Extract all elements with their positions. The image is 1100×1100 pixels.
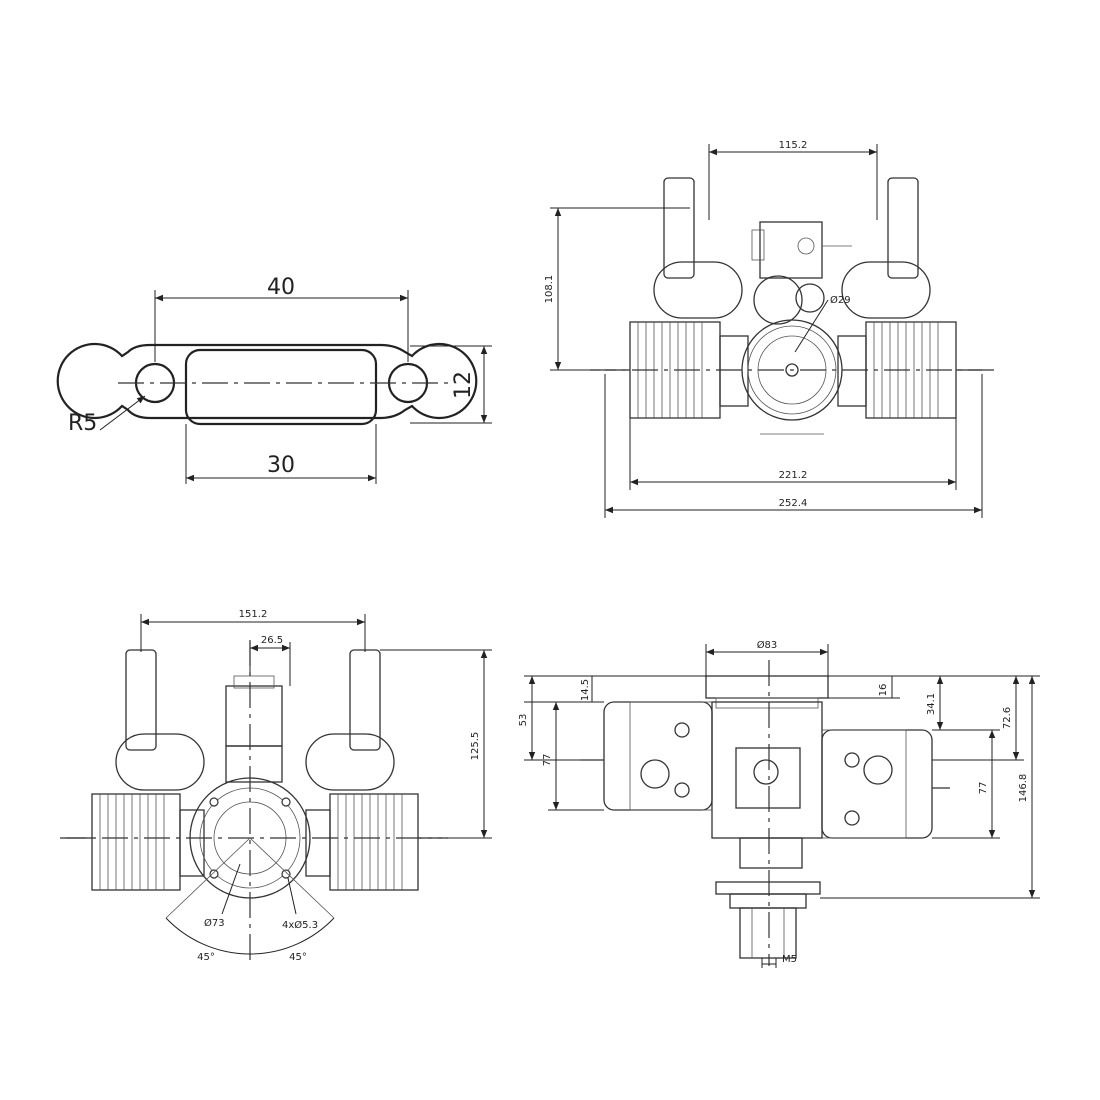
rear-carburetor <box>225 685 283 747</box>
gasket-dim-40: 40 <box>267 275 295 300</box>
gasket-radius-leader <box>99 395 146 431</box>
top-dim-77-left: 77 <box>542 754 553 767</box>
top-crankcase <box>711 701 823 839</box>
top-dim-83: Ø83 <box>757 639 778 651</box>
top-gear <box>715 881 821 895</box>
rear-bolt-hole-4 <box>281 869 291 879</box>
top-dim-72: 72.6 <box>1002 707 1013 729</box>
front-dim-29: Ø29 <box>830 294 851 306</box>
top-dim-14: 14.5 <box>580 679 591 701</box>
front-view: 115.2 108.1 Ø29 221.2 252.4 <box>544 140 995 518</box>
rear-exhaust-left <box>125 649 157 751</box>
rear-bolt-hole-3 <box>209 869 219 879</box>
front-muffler-left <box>653 261 743 319</box>
rear-angle-arc <box>165 917 335 955</box>
rear-dia-leader <box>221 863 241 915</box>
rear-dim-26: 26.5 <box>261 635 283 646</box>
front-muffler-right <box>841 261 931 319</box>
top-view: Ø83 14.5 53 77 16 34.1 77 72.6 146.8 M5 <box>518 639 1040 968</box>
rear-angle-right: 45° <box>289 952 307 963</box>
rear-muffler-right <box>305 733 395 791</box>
rear-cylinder-right <box>305 793 419 891</box>
front-dim-221: 221.2 <box>779 470 808 481</box>
rear-cylinder-left <box>91 793 205 891</box>
front-exhaust-left <box>663 177 695 279</box>
rear-dim-holes: 4xØ5.3 <box>282 919 318 931</box>
front-carburetor <box>759 221 823 279</box>
top-carburetor <box>735 747 801 809</box>
front-dia-leader <box>794 299 829 353</box>
top-dim-34: 34.1 <box>926 693 937 715</box>
front-exhaust-right <box>887 177 919 279</box>
gasket-dim-12: 12 <box>451 371 476 399</box>
top-dim-146: 146.8 <box>1018 774 1029 803</box>
rear-muffler-left <box>115 733 205 791</box>
top-left-port <box>640 759 670 789</box>
gasket-view: 40 30 12 R5 <box>56 275 492 484</box>
gasket-port <box>184 348 378 426</box>
rear-bolt-hole-1 <box>209 797 219 807</box>
top-dim-m5: M5 <box>782 954 797 965</box>
rear-view: 151.2 26.5 125.5 Ø73 4xØ5.3 45° 45° <box>60 609 492 963</box>
top-right-port <box>863 755 893 785</box>
gasket-dim-30: 30 <box>267 453 295 478</box>
gasket-outline <box>56 342 478 420</box>
rear-angle-left: 45° <box>197 952 215 963</box>
rear-holes-leader <box>287 877 297 915</box>
front-dim-108: 108.1 <box>544 275 555 304</box>
rear-bolt-hole-2 <box>281 797 291 807</box>
top-dim-77-right: 77 <box>978 782 989 795</box>
rear-dim-125: 125.5 <box>470 732 481 761</box>
front-dim-115: 115.2 <box>779 140 808 151</box>
top-prop-hub <box>739 907 797 959</box>
top-dim-53: 53 <box>518 714 529 727</box>
top-dim-16: 16 <box>878 684 889 697</box>
front-dim-252: 252.4 <box>779 498 808 509</box>
gasket-dim-r5: R5 <box>68 411 97 436</box>
front-gear-small <box>753 275 803 325</box>
top-mount-plate <box>705 675 829 699</box>
rear-dim-73: Ø73 <box>204 917 225 929</box>
rear-dim-151: 151.2 <box>239 609 268 620</box>
top-cylinder-left <box>603 701 713 811</box>
